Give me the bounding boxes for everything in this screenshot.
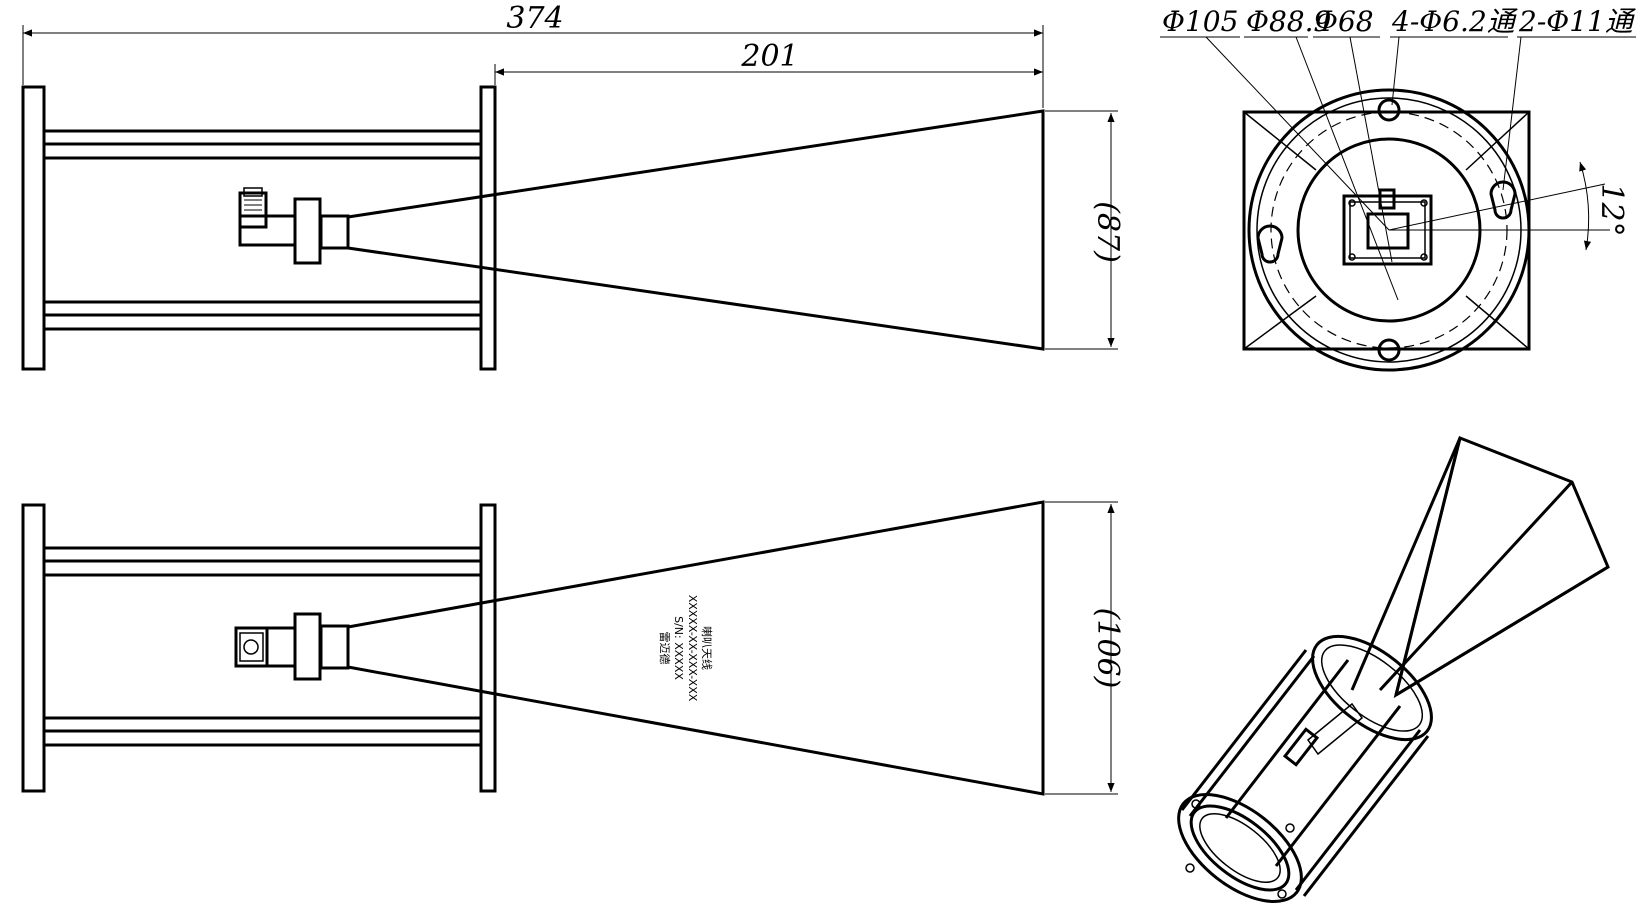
dim-aperture-h: (106) [1090,608,1125,689]
dim-aperture-e: (87) [1090,201,1125,263]
front-flange [479,503,497,793]
callouts: Φ105 Φ88.9 Φ68 4-Φ6.2通 2-Φ11通 [1160,5,1637,38]
dimension-aperture-h: (106) [1045,501,1125,795]
nameplate-line-2: XXXXX-XX-XXX-XXX [686,595,699,702]
callout-2-holes: 2-Φ11通 [1518,5,1637,38]
nameplate-line-3: S/N: XXXXX [672,616,685,680]
dimension-overall: 374 [22,1,1044,108]
dim-angle: 12° [1594,183,1629,236]
iso-rods [1180,649,1430,897]
rear-flange [21,503,46,793]
dim-horn-length: 201 [740,39,798,74]
callout-d105: Φ105 [1162,5,1238,38]
coax-adapter [265,626,297,668]
dimension-aperture-e: (87) [1045,110,1125,350]
sma-connector [234,626,269,668]
side-view-bottom: 喇叭天线 XXXXX-XX-XXX-XXX S/N: XXXXX 雷迈德 [21,500,1045,796]
nameplate-line-4: 雷迈德 [658,632,672,665]
support-rods [44,129,481,331]
hole-top [1377,98,1401,122]
support-rods [44,546,481,747]
keyhole-slot-left [1256,224,1284,264]
hole-bottom [1377,338,1401,362]
side-view-top [21,85,1045,371]
isometric-view [1177,435,1610,903]
waveguide-section [319,624,350,670]
nameplate-line-1: 喇叭天线 [700,626,714,670]
horn-body [347,109,1045,351]
iso-front-flange [1311,634,1433,742]
rear-flange [21,85,46,371]
dim-overall-length: 374 [506,1,563,36]
waveguide-section [319,214,350,250]
keyhole-slot-right [1489,180,1517,220]
nameplate: 喇叭天线 XXXXX-XX-XXX-XXX S/N: XXXXX 雷迈德 [658,595,714,702]
waveguide-flange [293,612,322,681]
callout-d68: Φ68 [1315,5,1374,38]
dimension-horn: 201 [494,39,1043,85]
waveguide-flange [293,197,322,265]
front-flange [479,85,497,371]
callout-4-holes: 4-Φ6.2通 [1391,5,1519,38]
callout-d88-9: Φ88.9 [1246,5,1331,38]
iso-rear-flange [1177,793,1303,903]
sma-connector [238,191,268,229]
angle-dimension: 12° [1388,161,1629,251]
end-view: 12° [1205,36,1629,372]
iso-waveguide-flange [1282,727,1320,767]
leader-lines [1205,36,1522,301]
